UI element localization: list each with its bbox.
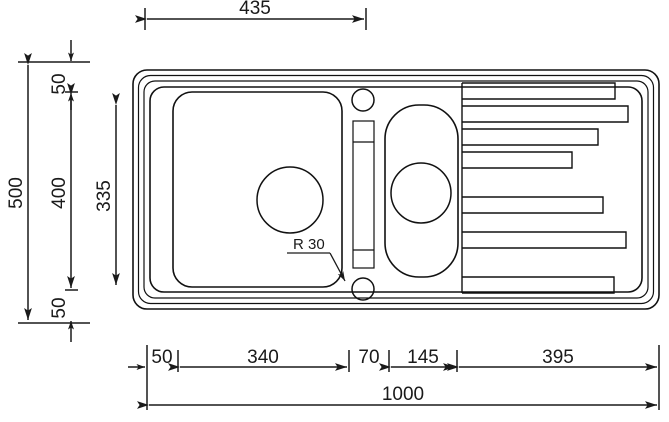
tap-hole-upper (351, 88, 375, 112)
drainer-groove-2 (462, 105, 629, 123)
dimension-label-50-bottom: 50 (49, 297, 70, 318)
dimension-label-1000: 1000 (382, 384, 424, 405)
drainer-groove-6 (462, 231, 627, 249)
dimension-label-335: 335 (94, 180, 115, 212)
half-bowl (384, 104, 459, 278)
drainer-groove-1 (462, 82, 616, 100)
sink-rim-line-2 (137, 74, 655, 305)
dimension-label-50-top: 50 (49, 73, 70, 94)
dimension-bottom-group: 50 340 70 145 395 1000 (128, 345, 660, 410)
main-bowl-waste-hole (256, 166, 324, 234)
drainer-groove-5 (462, 196, 604, 214)
dimension-label-500: 500 (6, 177, 27, 209)
dimension-left-group: 500 50 400 50 335 (6, 40, 120, 342)
half-bowl-waste-hole (390, 162, 452, 224)
tap-hole-lower (351, 277, 375, 301)
drainer (461, 82, 629, 294)
dimension-label-435: 435 (239, 0, 271, 19)
sink-inner-recess (149, 86, 643, 293)
annotation-corner-radius: R 30 (287, 236, 346, 282)
drainer-groove-4 (462, 151, 573, 169)
dimension-label-b-395: 395 (542, 347, 574, 368)
tap-ledge-slot (352, 120, 375, 269)
drainer-groove-7 (462, 276, 615, 294)
corner-radius-label: R 30 (293, 236, 325, 253)
sink-body (132, 69, 660, 310)
dimension-label-b-145: 145 (407, 347, 439, 368)
drainer-groove-3 (462, 128, 599, 146)
dimension-label-b-340: 340 (247, 347, 279, 368)
dimension-label-b-50: 50 (151, 347, 172, 368)
dimension-label-b-70: 70 (358, 347, 379, 368)
main-bowl (172, 91, 343, 288)
dimension-label-400: 400 (49, 177, 70, 209)
corner-radius-leader (329, 252, 346, 282)
sink-rim-line-3 (143, 80, 649, 299)
dimension-top-435: 435 (135, 0, 367, 30)
sink-outer-rim (132, 69, 660, 310)
